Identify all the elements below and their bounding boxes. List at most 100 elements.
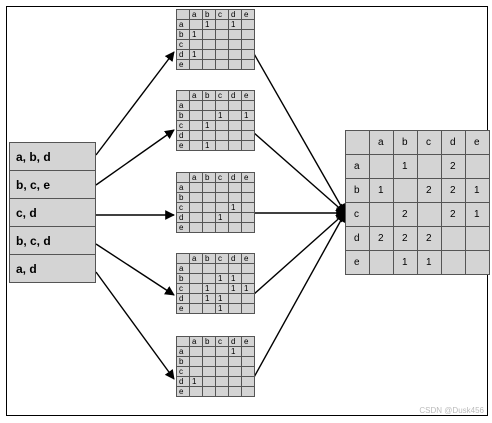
matrix-cell	[215, 130, 229, 141]
row-header: a	[176, 19, 190, 30]
row-header: c	[176, 120, 190, 131]
row-header: c	[176, 283, 190, 294]
matrix-cell	[202, 130, 216, 141]
matrix-cell	[202, 29, 216, 40]
matrix-cell	[215, 202, 229, 213]
matrix-cell	[202, 39, 216, 50]
matrix-cell	[228, 366, 242, 377]
matrix-cell: 1	[228, 346, 242, 357]
matrix-cell	[189, 59, 203, 70]
matrix-cell	[189, 39, 203, 50]
matrix-cell: 1	[189, 376, 203, 387]
matrix-cell	[202, 59, 216, 70]
matrix-cell	[241, 293, 255, 304]
column-header: c	[417, 130, 442, 155]
row-header: e	[176, 303, 190, 314]
column-header: c	[215, 253, 229, 264]
matrix-cell	[202, 49, 216, 60]
column-header: c	[215, 90, 229, 101]
matrix-cell	[189, 346, 203, 357]
row-header: c	[176, 202, 190, 213]
column-header: d	[228, 336, 242, 347]
matrix-cell	[215, 29, 229, 40]
matrix-cell	[241, 130, 255, 141]
row-header: a	[176, 346, 190, 357]
matrix-cell: 2	[417, 226, 442, 251]
row-header: c	[176, 366, 190, 377]
matrix-cell	[202, 263, 216, 274]
matrix-cell	[241, 386, 255, 397]
transaction-box: c, d	[9, 198, 96, 227]
matrix-cell	[215, 49, 229, 60]
matrix-corner-cell	[176, 90, 190, 101]
matrix-cell: 1	[228, 273, 242, 284]
row-header: d	[176, 49, 190, 60]
matrix-cell	[228, 386, 242, 397]
column-header: b	[202, 9, 216, 20]
matrix-cell	[189, 110, 203, 121]
matrix-cell: 1	[465, 178, 490, 203]
matrix-cell	[228, 120, 242, 131]
matrix-cell	[393, 178, 418, 203]
row-header: d	[176, 130, 190, 141]
matrix-cell: 1	[393, 250, 418, 275]
matrix-cell	[202, 182, 216, 193]
matrix-cell	[189, 222, 203, 233]
transaction-box: a, b, d	[9, 142, 96, 171]
matrix-cell	[241, 263, 255, 274]
row-header: c	[345, 202, 370, 227]
column-header: d	[228, 90, 242, 101]
matrix-cell	[189, 120, 203, 131]
matrix-cell	[189, 202, 203, 213]
matrix-cell: 1	[202, 120, 216, 131]
column-header: d	[228, 253, 242, 264]
matrix-cell	[202, 303, 216, 314]
matrix-cell	[215, 39, 229, 50]
matrix-cell: 1	[215, 303, 229, 314]
matrix-cell: 1	[393, 154, 418, 179]
matrix-cell	[202, 212, 216, 223]
row-header: c	[176, 39, 190, 50]
row-header: d	[176, 212, 190, 223]
matrix-cell	[228, 110, 242, 121]
column-header: e	[241, 90, 255, 101]
matrix-cell	[189, 303, 203, 314]
column-header: e	[241, 253, 255, 264]
matrix-cell	[228, 49, 242, 60]
matrix-cell	[189, 366, 203, 377]
transaction-box: a, d	[9, 254, 96, 283]
matrix-cell	[241, 273, 255, 284]
matrix-cell	[215, 366, 229, 377]
row-header: e	[176, 59, 190, 70]
matrix-cell	[228, 140, 242, 151]
matrix-cell: 1	[228, 283, 242, 294]
matrix-cell	[228, 222, 242, 233]
matrix-cell: 1	[189, 29, 203, 40]
matrix-cell: 1	[215, 110, 229, 121]
arrow-m5-to-result	[252, 212, 346, 380]
matrix-cell	[241, 212, 255, 223]
matrix-cell	[215, 263, 229, 274]
matrix-cell	[215, 19, 229, 30]
row-header: d	[176, 376, 190, 387]
matrix-cell	[202, 100, 216, 111]
row-header: b	[176, 273, 190, 284]
matrix-cell	[369, 202, 394, 227]
matrix-cell	[241, 192, 255, 203]
matrix-cell	[228, 182, 242, 193]
column-header: b	[202, 172, 216, 183]
matrix-cell	[189, 356, 203, 367]
matrix-cell	[228, 100, 242, 111]
matrix-cell	[215, 182, 229, 193]
row-header: e	[176, 386, 190, 397]
matrix-cell	[241, 366, 255, 377]
row-header: d	[345, 226, 370, 251]
column-header: e	[465, 130, 490, 155]
row-header: e	[176, 222, 190, 233]
matrix-cell: 1	[241, 283, 255, 294]
matrix-cell	[241, 182, 255, 193]
matrix-cell	[202, 110, 216, 121]
